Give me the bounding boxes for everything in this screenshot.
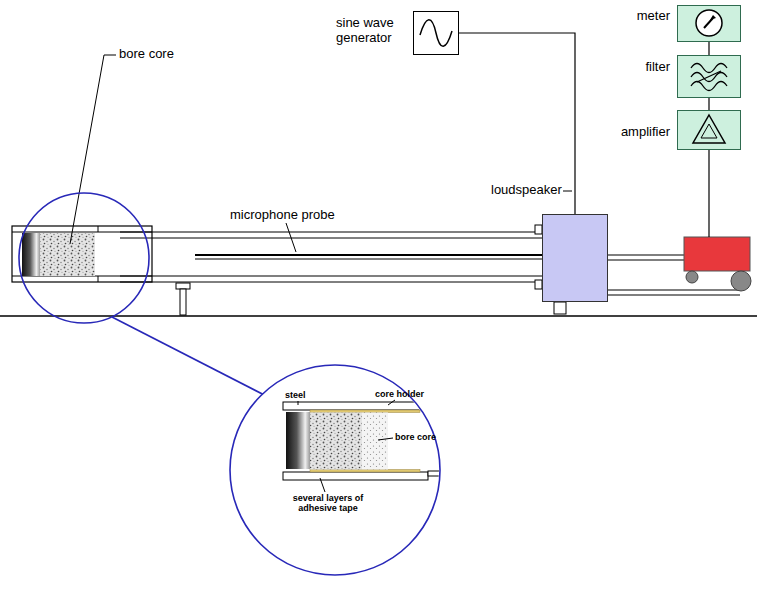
amplifier-box: amplifier [677,110,741,150]
box-label: meter [637,9,670,24]
part-label: microphone probe [230,208,335,223]
part-label: bore core [119,47,174,62]
signal-wire [459,33,575,214]
filter-box: filter [677,55,741,98]
loudspeaker-box: loudspeaker [542,214,608,302]
signal-wire [709,42,710,55]
generator-box: sine wave generator [413,11,459,55]
box-label: filter [645,60,670,75]
meter-box: meter [677,5,741,42]
part-label: steel [285,390,306,400]
box-label: sine wave generator [336,16,406,46]
part-label: core holder [375,389,424,399]
signal-wire [709,98,710,110]
part-label: bore core [395,432,436,442]
part-label: several layers of adhesive tape [288,493,368,514]
box-label: loudspeaker [491,183,562,198]
box-label: amplifier [621,125,670,140]
